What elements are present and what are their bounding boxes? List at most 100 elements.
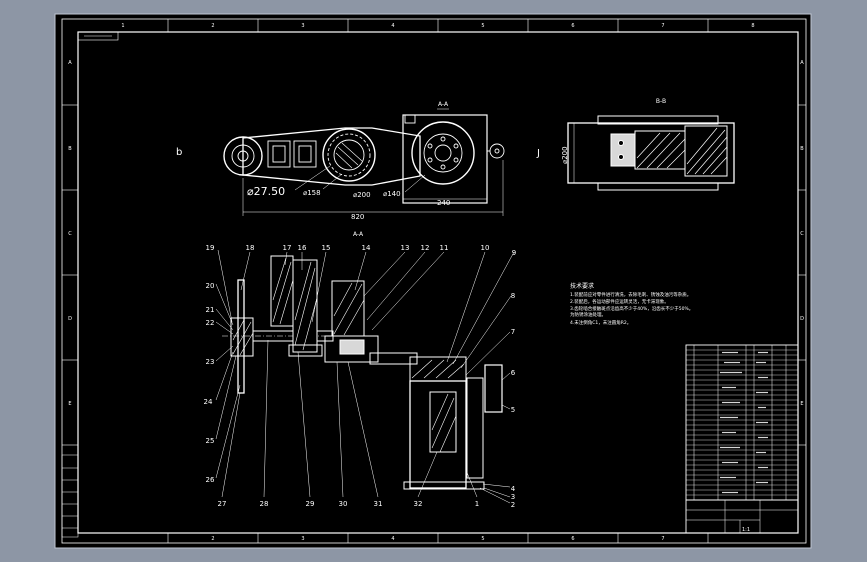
pin-hole bbox=[618, 154, 624, 160]
outer-frame bbox=[61, 18, 807, 544]
dim-d2: ⌀158 bbox=[303, 189, 321, 197]
balloon-27: 27 bbox=[218, 500, 227, 508]
view-label-left: b bbox=[176, 147, 182, 158]
balloon-28: 28 bbox=[260, 500, 269, 508]
zone-number: 2 bbox=[211, 23, 214, 29]
balloon-19: 19 bbox=[206, 244, 215, 252]
zone-letter: B bbox=[800, 146, 804, 152]
revision-table-frame bbox=[61, 454, 79, 538]
arm-bearing-pack bbox=[339, 339, 365, 355]
zone-number: 2 bbox=[211, 536, 214, 542]
zone-letter: A bbox=[800, 60, 804, 66]
bearing-ring bbox=[327, 133, 371, 177]
balloon-18: 18 bbox=[246, 244, 255, 252]
zone-number: 7 bbox=[661, 536, 664, 542]
balloon-12: 12 bbox=[421, 244, 430, 252]
balloon-3: 3 bbox=[511, 493, 515, 501]
zone-number: 5 bbox=[481, 536, 484, 542]
dim-d5: 240 bbox=[437, 199, 450, 207]
leader-lines bbox=[215, 249, 515, 504]
notes-line-4: 为防锈涂油处理。 bbox=[570, 311, 606, 318]
balloon-14: 14 bbox=[362, 244, 371, 252]
arm-extension bbox=[369, 352, 418, 365]
bearing-section-hatch bbox=[335, 142, 363, 169]
balloon-4: 4 bbox=[511, 485, 516, 493]
zone-letter: E bbox=[800, 401, 803, 407]
balloon-22: 22 bbox=[206, 319, 215, 327]
bolt-hole bbox=[440, 136, 446, 142]
zone-number: 6 bbox=[571, 536, 574, 542]
balloon-21: 21 bbox=[206, 306, 215, 314]
zone-number: 8 bbox=[751, 23, 754, 29]
left-boss-inner bbox=[231, 144, 255, 168]
left-hub-hatch bbox=[232, 319, 254, 356]
zone-number: 1 bbox=[121, 23, 124, 29]
zone-letter: E bbox=[68, 401, 71, 407]
balloon-29: 29 bbox=[306, 500, 315, 508]
balloon-8: 8 bbox=[511, 292, 515, 300]
balloon-5: 5 bbox=[511, 406, 515, 414]
balloon-30: 30 bbox=[339, 500, 348, 508]
title-block-scale: 1:1 bbox=[742, 527, 750, 533]
balloon-32: 32 bbox=[414, 500, 423, 508]
balloon-25: 25 bbox=[206, 437, 215, 445]
drawing-number-box bbox=[77, 31, 119, 41]
zone-number: 7 bbox=[661, 23, 664, 29]
upright-block-1-hatch bbox=[272, 257, 294, 325]
side-section-view: J B-B bbox=[536, 98, 735, 191]
notes-line-2: 2.装配后，各运动部件应运转灵活，无卡滞现象。 bbox=[570, 298, 669, 305]
zone-letter: D bbox=[68, 316, 72, 322]
zone-labels: 1 2 3 4 5 6 7 8 2 3 4 5 6 7 A B C D E A … bbox=[68, 23, 804, 542]
part-balloons: 19 20 21 22 23 24 25 26 18 17 16 15 14 1… bbox=[204, 244, 517, 509]
section-label-side: B-B bbox=[656, 98, 666, 105]
view-label-right: J bbox=[536, 148, 540, 159]
section-label-main: A-A bbox=[353, 231, 364, 238]
upright-block-2-hatch bbox=[294, 261, 318, 351]
zone-number: 4 bbox=[391, 23, 394, 29]
square-opening-2-inner bbox=[298, 145, 312, 163]
bolt-hole bbox=[453, 157, 459, 163]
bearing-inner bbox=[333, 139, 365, 171]
dim-leader-d1 bbox=[294, 165, 331, 191]
zone-letter: C bbox=[68, 231, 72, 237]
parts-list bbox=[685, 344, 799, 534]
zone-letter: C bbox=[800, 231, 804, 237]
zone-letter: A bbox=[68, 60, 72, 66]
balloon-10: 10 bbox=[481, 244, 490, 252]
bolt-hole bbox=[440, 164, 446, 170]
left-jaw bbox=[610, 133, 636, 167]
zone-number: 3 bbox=[301, 536, 304, 542]
technical-notes: 技术要求 1.装配前应对零件进行清洗，去除毛刺、锈蚀及油污等杂质。 2.装配后，… bbox=[570, 282, 693, 326]
drawing-sheet bbox=[54, 13, 812, 549]
right-jaw bbox=[684, 125, 728, 177]
housing-bottom-lip bbox=[597, 182, 719, 191]
horizontal-arm bbox=[324, 335, 379, 363]
zone-number: 3 bbox=[301, 23, 304, 29]
center-insert-hatch bbox=[636, 132, 686, 169]
right-jaw-hatch bbox=[686, 127, 728, 175]
balloon-26: 26 bbox=[206, 476, 215, 484]
right-column bbox=[409, 380, 467, 489]
left-boss-bore bbox=[237, 150, 249, 162]
balloon-1: 1 bbox=[475, 500, 479, 508]
column-base bbox=[403, 481, 485, 490]
side-bracket bbox=[466, 377, 484, 479]
upright-foot bbox=[288, 344, 323, 357]
notes-heading: 技术要求 bbox=[570, 282, 594, 290]
zone-number: 4 bbox=[391, 536, 394, 542]
balloon-17: 17 bbox=[283, 244, 292, 252]
square-opening-2 bbox=[293, 140, 317, 168]
square-opening-1 bbox=[267, 140, 291, 168]
arm-outline bbox=[242, 127, 421, 186]
bolt-hole bbox=[427, 143, 433, 149]
title-block bbox=[685, 499, 799, 534]
side-knob-center bbox=[494, 148, 500, 154]
motor-hatch bbox=[431, 393, 457, 453]
revision-table bbox=[61, 454, 79, 538]
balloon-6: 6 bbox=[511, 369, 516, 377]
section-label-top: A-A bbox=[438, 101, 449, 108]
dim-d4: ⌀140 bbox=[383, 190, 401, 198]
balloon-2: 2 bbox=[511, 501, 515, 509]
base-hub bbox=[434, 144, 452, 162]
